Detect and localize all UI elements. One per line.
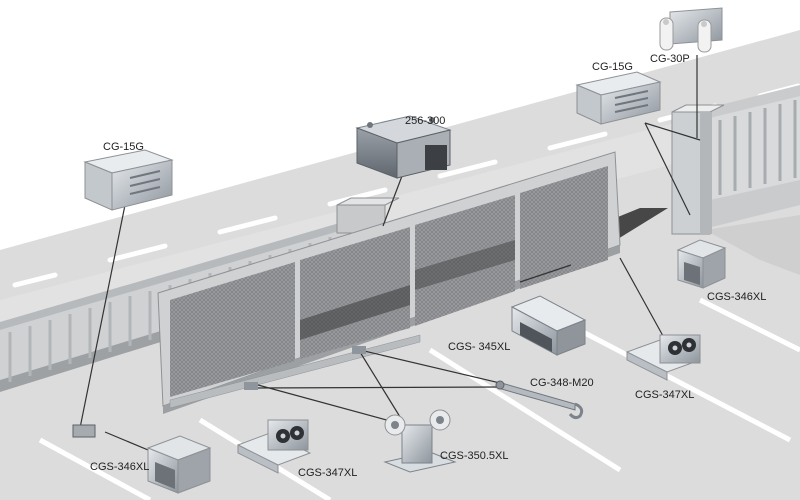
cgs-347xl-left-part xyxy=(236,419,312,474)
label-cgs347xl-right: CGS-347XL xyxy=(635,389,694,401)
label-256-300: 256-300 xyxy=(405,115,445,127)
cg-30p-part xyxy=(659,7,723,53)
label-cgs346xl-right: CGS-346XL xyxy=(707,291,766,303)
label-cg30p: CG-30P xyxy=(650,53,690,65)
label-cgs350: CGS-350.5XL xyxy=(440,450,508,462)
roller-under-gate xyxy=(352,346,366,354)
cgs-347xl-right-part xyxy=(625,334,702,381)
right-wall xyxy=(671,85,800,235)
label-cgs346xl-left: CGS-346XL xyxy=(90,461,149,473)
cg-15g-right-part xyxy=(575,71,662,125)
label-cgs347xl-left: CGS-347XL xyxy=(298,467,357,479)
label-cg15g-right: CG-15G xyxy=(592,61,633,73)
cg-15g-left-part xyxy=(83,149,174,211)
label-cg348m20: CG-348-M20 xyxy=(530,377,594,389)
roller-under-gate-2 xyxy=(244,382,258,390)
cg-348-m20-part xyxy=(495,380,584,420)
cgs-345xl-part xyxy=(510,295,587,356)
sliding-gate xyxy=(157,151,621,414)
cgs-346xl-left-part xyxy=(146,435,212,494)
bracket-on-fence xyxy=(72,424,96,438)
cgs-346xl-right-part xyxy=(676,239,727,289)
cgs-350-5xl-part xyxy=(383,409,457,473)
part-256-300 xyxy=(355,115,452,179)
label-cgs345xl: CGS- 345XL xyxy=(448,341,510,353)
label-cg15g-left: CG-15G xyxy=(103,141,144,153)
